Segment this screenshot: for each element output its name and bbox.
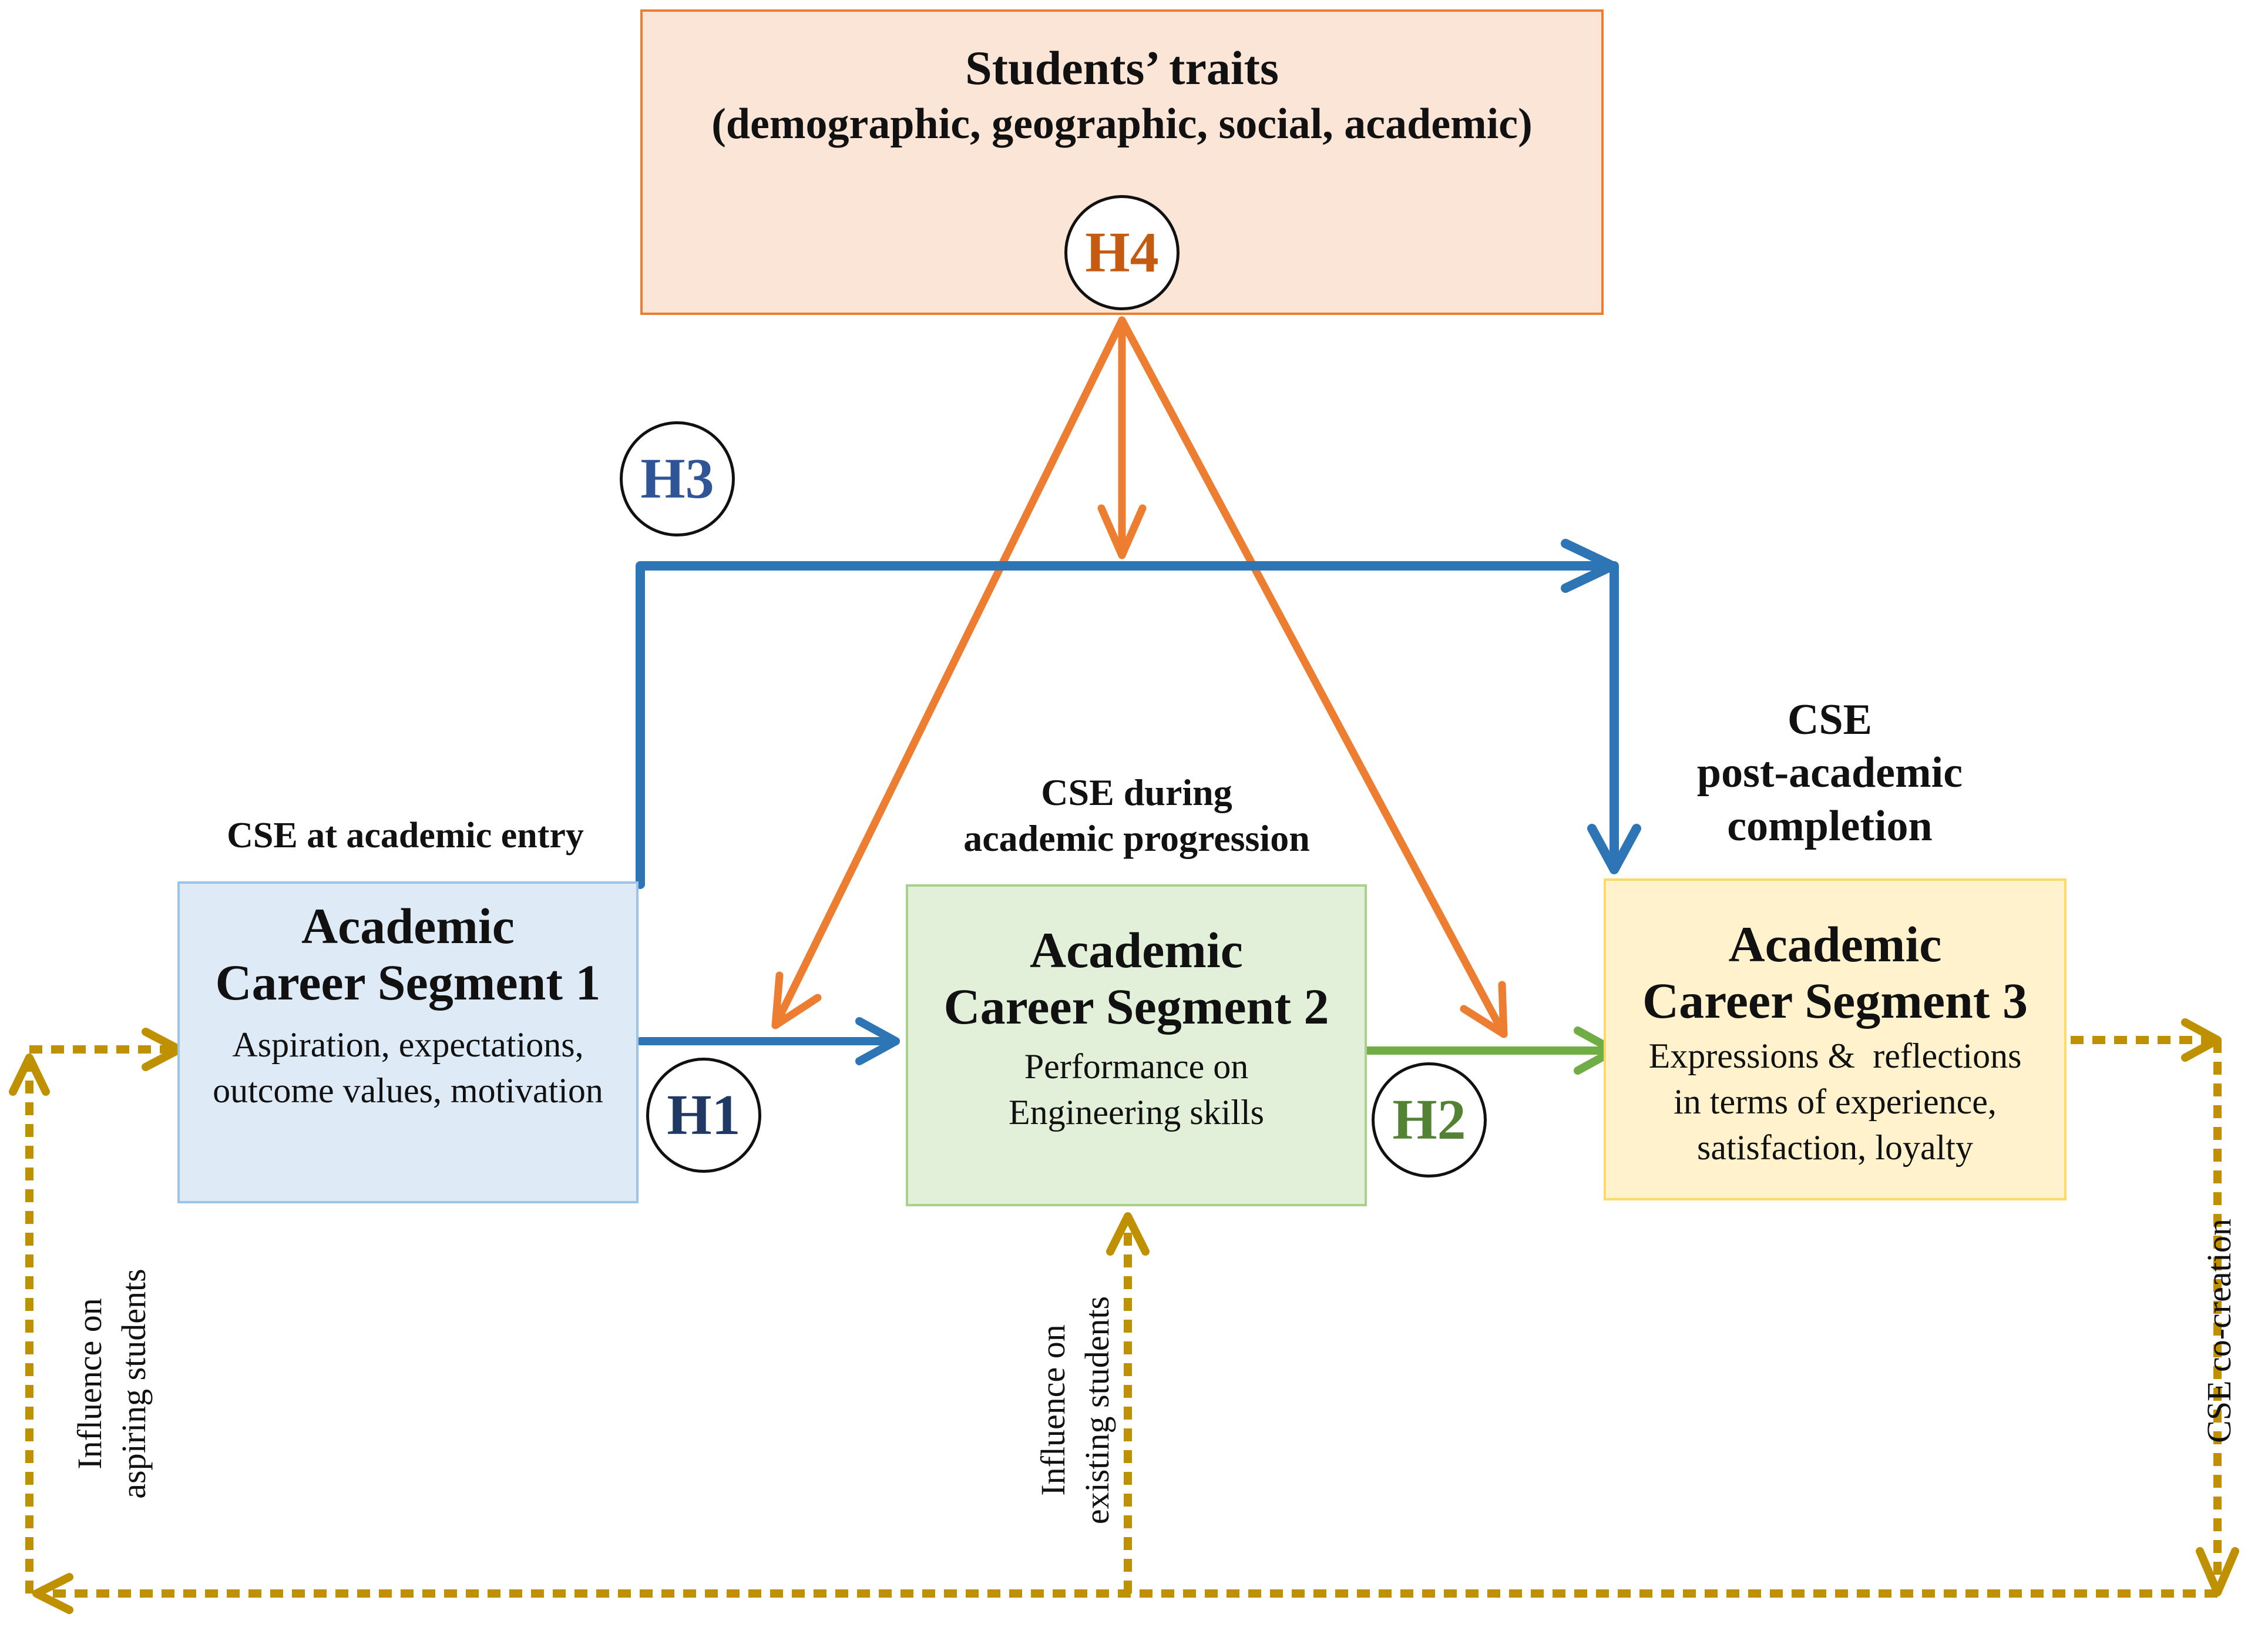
segment1-desc-line2: outcome values, motivation [213,1071,603,1110]
segment2-caption-line1: CSE during [1041,771,1232,813]
h4-arrow-to-h3-head [1097,504,1147,559]
segment1-desc-line1: Aspiration, expectations, [232,1025,584,1064]
segment1-box: Academic Career Segment 1 Aspiration, ex… [177,881,639,1203]
segment3-desc-line2: in terms of experience, [1674,1082,1997,1121]
h1-arrow [636,1017,900,1065]
segment2-desc-line2: Engineering skills [1009,1092,1264,1132]
existing-arrowhead-up [1106,1212,1150,1256]
segment3-caption-line3: completion [1727,801,1933,850]
segment3-title-line1: Academic [1728,916,1942,972]
h2-circle: H2 [1372,1062,1487,1178]
segment3-desc-line3: satisfaction, loyalty [1697,1128,1973,1167]
bottom-arrowhead-left [32,1573,73,1614]
existing-label-line2: existing students [1078,1296,1117,1525]
h3-arrowhead-down [1587,824,1641,874]
h1-label: H1 [667,1083,741,1147]
h3-label: H3 [640,447,714,511]
segment1-caption: CSE at academic entry [227,816,584,856]
existing-students-label: Influence on existing students [1031,1275,1125,1545]
segment3-title-line2: Career Segment 3 [1642,972,2028,1029]
h3-circle: H3 [620,421,735,536]
h1-circle: H1 [646,1058,761,1173]
h4-label: H4 [1085,221,1159,284]
h4-arrow-to-h2 [1118,316,1508,1038]
cocreation-arrowhead-down [2196,1547,2239,1596]
segment3-box: Academic Career Segment 3 Expressions & … [1604,878,2067,1200]
cocreation-arrowhead-right [2181,1018,2222,1062]
segment3-caption-line2: post-academic [1696,749,1963,797]
h4-arrows [771,316,1508,1038]
h4-arrow-to-h2-head [1460,981,1508,1038]
feedback-loop [25,1036,2222,1598]
h2-label: H2 [1392,1088,1466,1152]
segment2-box: Academic Career Segment 2 Performance on… [906,884,1367,1206]
segment3-caption-line1: CSE [1787,696,1872,744]
segment3-desc-line1: Expressions & reflections [1648,1036,2022,1075]
segment1-title-line1: Academic [301,898,515,954]
h2-arrow [1362,1026,1618,1075]
h4-arrow-to-h1 [771,316,1126,1029]
cocreation-label-text: CSE co-creation [2200,1219,2238,1443]
aspiring-label-line2: aspiring students [115,1269,153,1499]
traits-title: Students’ traits [965,41,1279,95]
h4-circle: H4 [1064,195,1180,310]
h3-path [636,539,1641,889]
segment1-title-line2: Career Segment 1 [215,954,601,1011]
aspiring-students-label: Influence on aspiring students [68,1249,162,1519]
segment2-caption: CSE during academic progression [908,770,1366,861]
segment2-caption-line2: academic progression [963,817,1310,860]
h3-line-top [636,561,1617,889]
aspiring-arrowhead-up [9,1054,50,1096]
traits-subtitle: (demographic, geographic, social, academ… [711,99,1533,148]
segment2-title-line1: Academic [1030,922,1243,978]
segment2-title-line2: Career Segment 2 [943,978,1329,1035]
segment3-caption: CSE post-academic completion [1621,693,2038,853]
aspiring-label-line1: Influence on [70,1298,109,1470]
h4-arrow-to-h1-head [771,971,822,1029]
existing-label-line1: Influence on [1034,1324,1072,1496]
cse-cocreation-label: CSE co-creation [2197,1190,2244,1472]
segment2-desc-line1: Performance on [1024,1046,1249,1086]
